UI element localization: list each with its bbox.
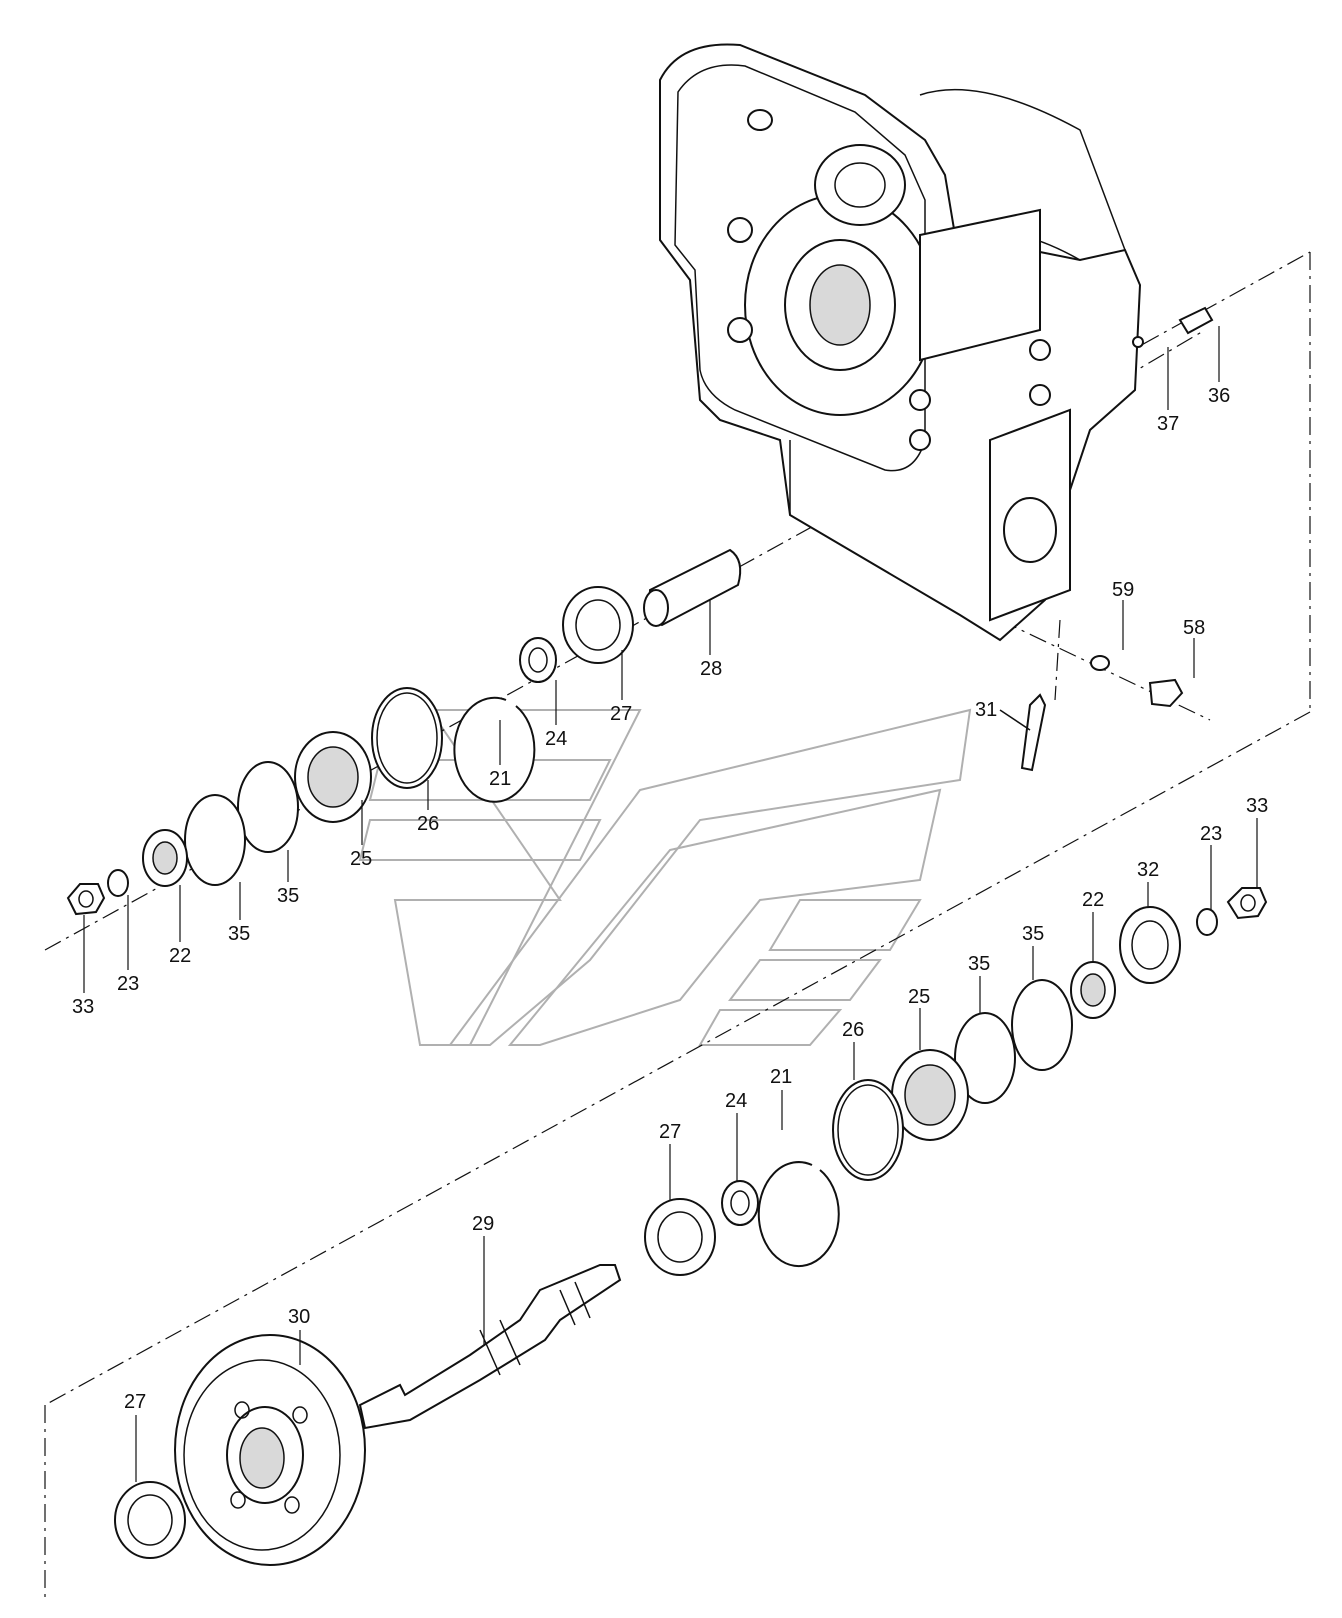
callout-33-upper: 33: [72, 996, 94, 1018]
callout-30: 30: [288, 1306, 310, 1328]
watermark-logo: [358, 708, 972, 1046]
callout-29: 29: [472, 1213, 494, 1235]
callout-22-lower: 22: [1082, 889, 1104, 911]
callout-23-upper: 23: [117, 973, 139, 995]
nut-33-upper: [66, 883, 106, 916]
dipstick-31: [1020, 693, 1047, 772]
upper-shaft-parts: [66, 548, 742, 916]
washer-23-lower: [1196, 908, 1218, 936]
cover-32: [1119, 906, 1181, 984]
side-fittings: [999, 306, 1214, 772]
transmission-housing: [659, 43, 1142, 642]
callout-21-lower: 21: [770, 1066, 792, 1088]
callout-32: 32: [1137, 859, 1159, 881]
callout-26-upper: 26: [417, 813, 439, 835]
callout-24-upper: 24: [545, 728, 567, 750]
callout-24-lower: 24: [725, 1090, 747, 1112]
callout-33-lower: 33: [1246, 795, 1268, 817]
callout-58: 58: [1183, 617, 1205, 639]
callout-37: 37: [1157, 413, 1179, 435]
washer-24-upper: [519, 637, 557, 683]
callout-25-lower: 25: [908, 986, 930, 1008]
callout-27-middle: 27: [659, 1121, 681, 1143]
snap-ring-21-upper: [453, 696, 536, 803]
o-ring-35-lower-a: [1011, 979, 1073, 1071]
plug-58: [1148, 678, 1184, 708]
o-ring-35-upper-b: [184, 794, 246, 886]
callout-26-lower: 26: [842, 1019, 864, 1041]
callout-35-lower-b: 35: [968, 953, 990, 975]
leader-lines: [83, 326, 1258, 1482]
snap-ring-21-lower: [757, 1161, 840, 1268]
callout-36: 36: [1208, 385, 1230, 407]
o-ring-59: [1090, 655, 1110, 671]
bearing-27-middle: [644, 1198, 716, 1276]
washer-24-lower: [721, 1180, 759, 1226]
callout-35-lower-a: 35: [1022, 923, 1044, 945]
callout-22-upper: 22: [169, 945, 191, 967]
callout-23-lower: 23: [1200, 823, 1222, 845]
washer-37: [1132, 336, 1144, 348]
shaft-29: [358, 1264, 622, 1430]
ring-26-lower: [832, 1079, 904, 1181]
callout-27-lower: 27: [124, 1391, 146, 1413]
callout-21-upper: 21: [489, 768, 511, 790]
nut-33-lower: [1226, 887, 1268, 920]
lower-shaft-parts: [114, 887, 1268, 1566]
callouts: 21 24 27 28 26 25 35 35 22 23 33 31 59 5…: [72, 385, 1268, 1413]
bearing-27-lower: [114, 1481, 186, 1559]
callout-31: 31: [975, 699, 997, 721]
callout-28: 28: [700, 658, 722, 680]
bearing-27-upper: [562, 586, 634, 664]
callout-25-upper: 25: [350, 848, 372, 870]
o-ring-35-upper-a: [237, 761, 299, 853]
bolt-36: [1178, 306, 1214, 335]
o-ring-35-lower-b: [954, 1012, 1016, 1104]
callout-59: 59: [1112, 579, 1134, 601]
callout-35-upper-a: 35: [277, 885, 299, 907]
callout-27-upper: 27: [610, 703, 632, 725]
washer-23-upper: [107, 869, 129, 897]
ring-26-upper: [371, 687, 443, 789]
callout-35-upper-b: 35: [228, 923, 250, 945]
